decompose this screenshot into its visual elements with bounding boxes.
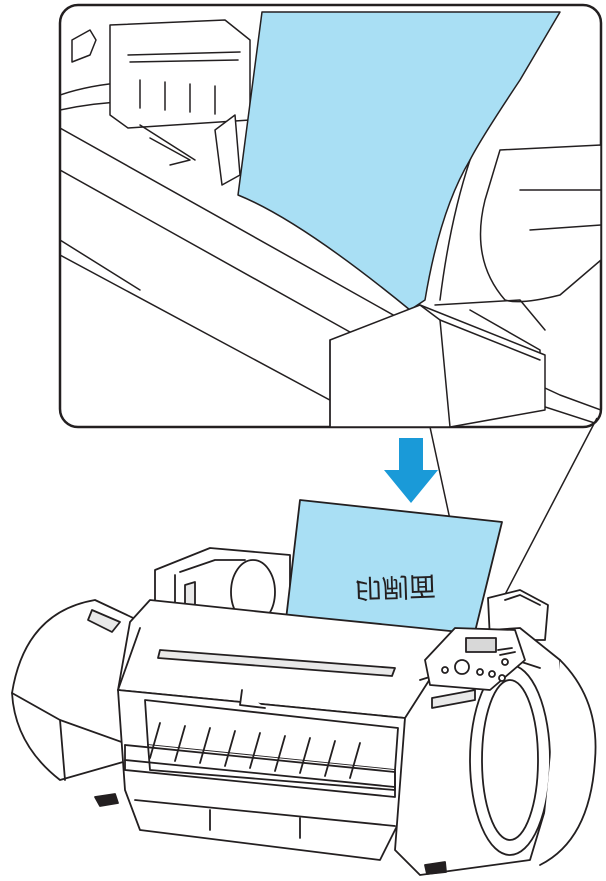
paper-sheet-closeup	[237, 11, 561, 311]
control-panel	[424, 627, 526, 691]
paper-sheet: 印刷面	[284, 499, 503, 653]
right-housing	[394, 627, 597, 876]
printer-body: 印刷面	[11, 499, 597, 876]
top-cover	[117, 599, 461, 719]
panel-dial	[454, 659, 470, 675]
paper-guide-mechanism	[60, 19, 261, 186]
zoom-detail-inset	[58, 3, 603, 613]
feed-slot-cover	[434, 144, 601, 396]
paper-print-side-label: 印刷面	[354, 570, 436, 604]
panel-display	[465, 637, 497, 653]
front-face	[117, 689, 406, 861]
output-tray	[124, 722, 396, 798]
down-arrow-icon	[384, 438, 438, 503]
